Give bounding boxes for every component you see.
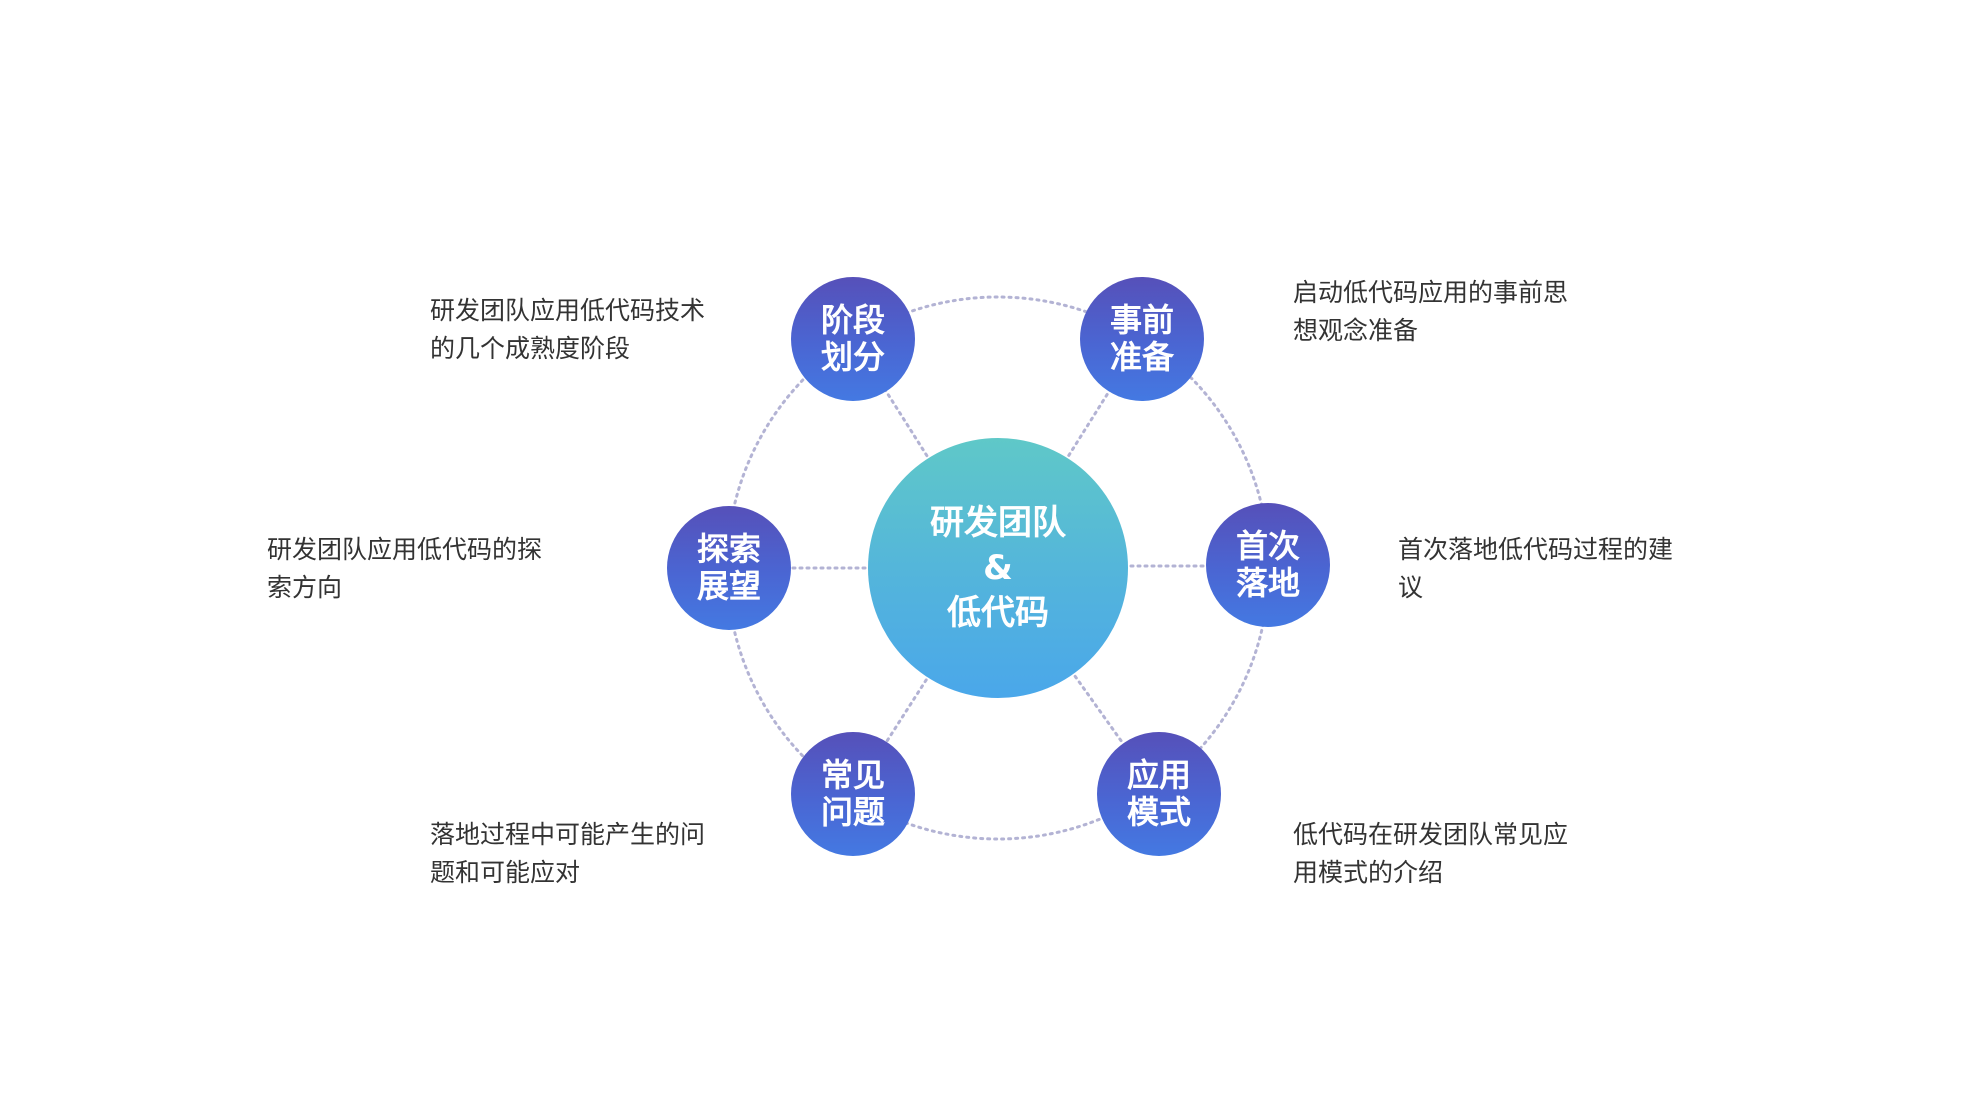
node-label: 展望 (696, 567, 761, 605)
desc-stages: 研发团队应用低代码技术的几个成熟度阶段 (430, 292, 705, 368)
desc-preparation: 启动低代码应用的事前思想观念准备 (1293, 274, 1568, 350)
desc-line: 研发团队应用低代码技术 (430, 296, 706, 325)
node-label: 事前 (1109, 301, 1174, 339)
desc-line: 低代码在研发团队常见应 (1293, 820, 1569, 849)
desc-app-patterns: 低代码在研发团队常见应用模式的介绍 (1293, 816, 1568, 892)
node-stages: 阶段划分 (791, 277, 915, 401)
node-label: 落地 (1235, 564, 1300, 602)
desc-line: 题和可能应对 (430, 858, 581, 887)
center-line-3: 低代码 (947, 592, 1049, 633)
node-label: 划分 (820, 338, 885, 376)
desc-line: 议 (1398, 573, 1424, 602)
node-app-patterns: 应用模式 (1097, 732, 1221, 856)
node-label: 问题 (820, 793, 885, 831)
center-line-2: & (983, 547, 1013, 588)
node-label: 模式 (1126, 793, 1191, 831)
desc-line: 落地过程中可能产生的问 (430, 820, 706, 849)
desc-explore: 研发团队应用低代码的探索方向 (267, 531, 542, 607)
node-common-issues: 常见问题 (791, 732, 915, 856)
node-label: 首次 (1235, 527, 1300, 565)
node-preparation: 事前准备 (1080, 277, 1204, 401)
center-hub: 研发团队 & 低代码 (868, 438, 1128, 698)
center-line-1: 研发团队 (930, 502, 1066, 543)
node-first-landing: 首次落地 (1206, 503, 1330, 627)
node-label: 准备 (1109, 338, 1174, 376)
desc-first-landing: 首次落地低代码过程的建议 (1398, 531, 1673, 607)
desc-line: 索方向 (267, 573, 343, 602)
node-label: 阶段 (820, 301, 885, 339)
desc-line: 用模式的介绍 (1293, 858, 1444, 887)
node-label: 探索 (696, 530, 761, 568)
node-explore: 探索展望 (667, 506, 791, 630)
node-label: 应用 (1126, 756, 1191, 794)
node-label: 常见 (820, 756, 885, 794)
desc-line: 研发团队应用低代码的探 (267, 535, 543, 564)
desc-line: 启动低代码应用的事前思 (1293, 278, 1569, 307)
desc-line: 的几个成熟度阶段 (430, 334, 631, 363)
desc-line: 首次落地低代码过程的建 (1398, 535, 1674, 564)
desc-common-issues: 落地过程中可能产生的问题和可能应对 (430, 816, 705, 892)
desc-line: 想观念准备 (1293, 316, 1419, 345)
